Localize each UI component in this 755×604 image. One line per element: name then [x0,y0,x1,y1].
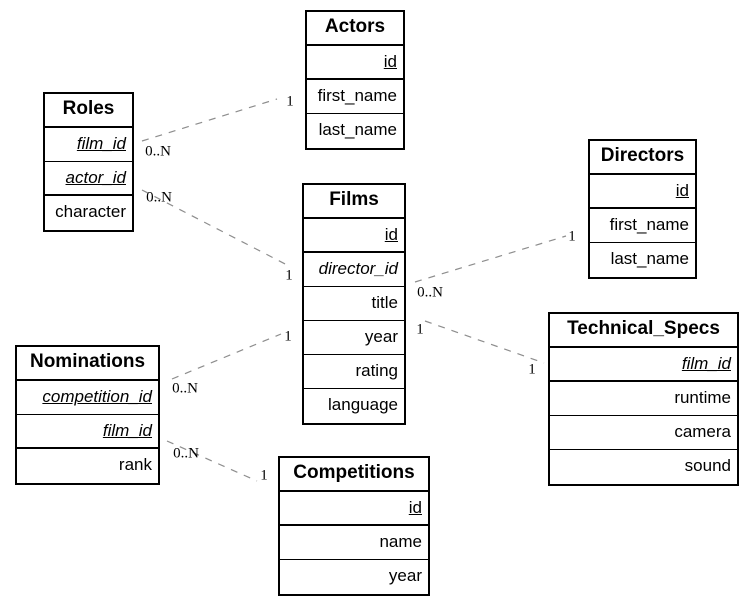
cardinality-films-directors-from: 0..N [417,284,443,301]
table-title-nominations: Nominations [17,347,158,381]
entity-table-nominations: Nominations competition_id film_id rank [15,345,160,485]
field-technical-specs-sound: sound [684,456,731,475]
relationship-roles-actors-line [141,98,278,142]
table-title-films: Films [304,185,404,219]
table-title-technical-specs: Technical_Specs [550,314,737,348]
field-nominations-rank: rank [118,455,152,474]
field-competitions-year: year [388,566,422,585]
field-technical-specs-runtime: runtime [550,382,737,416]
cardinality-films-technicalspecs-to: 1 [528,361,536,378]
field-directors-id: id [590,175,695,209]
cardinality-nominations-competitions-to: 1 [260,467,268,484]
cardinality-films-directors-to: 1 [568,228,576,245]
field-nominations-film-id: film_id [17,415,158,449]
cardinality-nominations-films-from: 0..N [172,380,198,397]
field-technical-specs-camera: camera [550,416,737,450]
entity-table-directors: Directors id first_name last_name [588,139,697,279]
field-actors-first-name: first_name [307,80,403,114]
field-technical-specs-film-id: film_id [550,348,737,382]
field-directors-last-name: last_name [610,249,689,268]
field-competitions-name: name [280,526,428,560]
table-title-actors: Actors [307,12,403,46]
entity-table-competitions: Competitions id name year [278,456,430,596]
field-films-id: id [304,219,404,253]
entity-table-roles: Roles film_id actor_id character [43,92,134,232]
field-roles-film-id: film_id [45,128,132,162]
field-films-year: year [304,321,404,355]
field-films-director-id: director_id [304,253,404,287]
table-title-roles: Roles [45,94,132,128]
relationship-films-technicalspecs-line [424,320,545,364]
cardinality-roles-films-from: 0..N [146,189,172,206]
entity-table-technical-specs: Technical_Specs film_id runtime camera s… [548,312,739,486]
relationship-nominations-films-line [171,333,282,380]
field-directors-first-name: first_name [590,209,695,243]
field-actors-id: id [307,46,403,80]
table-title-competitions: Competitions [280,458,428,492]
table-title-directors: Directors [590,141,695,175]
cardinality-nominations-films-to: 1 [284,328,292,345]
relationship-films-directors-line [414,235,567,283]
field-roles-character: character [55,202,126,221]
field-films-language: language [328,395,398,414]
field-films-rating: rating [304,355,404,389]
field-competitions-id: id [280,492,428,526]
cardinality-films-technicalspecs-from: 1 [416,321,424,338]
field-roles-actor-id: actor_id [45,162,132,196]
cardinality-nominations-competitions-from: 0..N [173,445,199,462]
field-nominations-competition-id: competition_id [17,381,158,415]
entity-table-films: Films id director_id title year rating l… [302,183,406,425]
entity-table-actors: Actors id first_name last_name [305,10,405,150]
field-actors-last-name: last_name [318,120,397,139]
cardinality-roles-actors-from: 0..N [145,143,171,160]
cardinality-roles-films-to: 1 [285,267,293,284]
field-films-title: title [304,287,404,321]
cardinality-roles-actors-to: 1 [286,93,294,110]
